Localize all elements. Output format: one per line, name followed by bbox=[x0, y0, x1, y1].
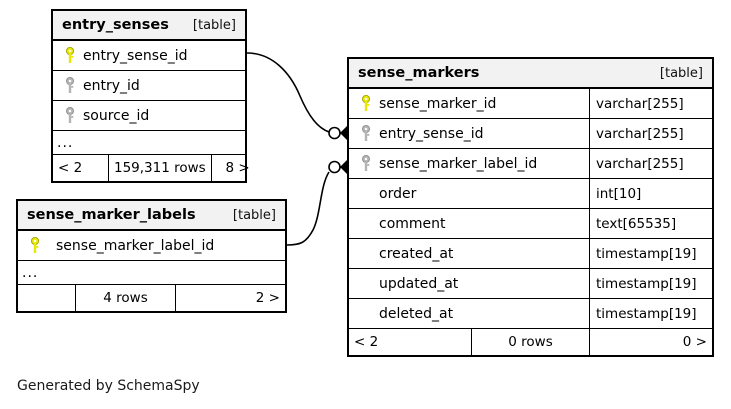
cardinality-zero-circle bbox=[328, 160, 341, 174]
crowsfoot-many-marker bbox=[340, 160, 347, 174]
table-row[interactable]: sense_marker_label_id varchar[255] bbox=[349, 149, 712, 179]
column-name: order bbox=[379, 185, 417, 202]
column-type: timestamp[19] bbox=[589, 239, 712, 268]
relationship-sense-marker-labels-to-sense-markers bbox=[286, 160, 350, 246]
column-cell: source_id bbox=[53, 101, 245, 130]
next-page-button[interactable]: 8 > bbox=[210, 155, 255, 181]
table-row[interactable]: entry_id bbox=[53, 71, 245, 101]
table-row[interactable]: entry_sense_id varchar[255] bbox=[349, 119, 712, 149]
key-icon-primary bbox=[355, 95, 377, 112]
column-cell: comment bbox=[349, 209, 589, 238]
table-row[interactable]: updated_at timestamp[19] bbox=[349, 269, 712, 299]
table-header-sense-marker-labels: sense_marker_labels [table] bbox=[18, 201, 285, 231]
cardinality-zero-circle bbox=[328, 126, 341, 140]
table-row[interactable]: sense_marker_id varchar[255] bbox=[349, 89, 712, 119]
table-title: entry_senses bbox=[62, 17, 169, 33]
row-count-label: 159,311 rows bbox=[108, 155, 211, 181]
table-footer-sense-marker-labels: 4 rows 2 > bbox=[18, 285, 285, 311]
column-name: sense_marker_label_id bbox=[379, 155, 538, 172]
column-name: deleted_at bbox=[379, 305, 454, 322]
row-count-label: 0 rows bbox=[471, 329, 589, 355]
table-row[interactable]: sense_marker_label_id bbox=[18, 231, 285, 261]
more-columns-indicator: ... bbox=[53, 131, 245, 155]
column-cell: entry_id bbox=[53, 71, 245, 100]
key-icon-foreign bbox=[59, 107, 81, 124]
column-type: varchar[255] bbox=[589, 149, 712, 178]
column-type: int[10] bbox=[589, 179, 712, 208]
column-cell: entry_sense_id bbox=[349, 119, 589, 148]
column-type: text[65535] bbox=[589, 209, 712, 238]
column-type: varchar[255] bbox=[589, 119, 712, 148]
column-name: entry_id bbox=[83, 77, 140, 94]
key-icon-foreign bbox=[59, 77, 81, 94]
prev-page-button[interactable]: < 2 bbox=[354, 334, 379, 350]
table-footer-entry-senses: < 2 159,311 rows 8 > bbox=[53, 155, 250, 181]
column-type: timestamp[19] bbox=[589, 299, 712, 328]
prev-page-button[interactable] bbox=[18, 285, 75, 311]
column-type: varchar[255] bbox=[589, 89, 712, 118]
column-name: sense_marker_label_id bbox=[56, 237, 215, 254]
column-cell: updated_at bbox=[349, 269, 589, 298]
table-footer-sense-markers: < 2 0 rows 0 > bbox=[349, 329, 712, 355]
prev-page-button[interactable]: < 2 bbox=[58, 160, 83, 176]
table-kind-label: [table] bbox=[192, 17, 236, 33]
column-name: comment bbox=[379, 215, 446, 232]
table-row[interactable]: created_at timestamp[19] bbox=[349, 239, 712, 269]
column-cell: sense_marker_label_id bbox=[18, 231, 285, 260]
key-icon-foreign bbox=[355, 125, 377, 142]
column-name: created_at bbox=[379, 245, 454, 262]
column-cell: sense_marker_label_id bbox=[349, 149, 589, 178]
column-cell: deleted_at bbox=[349, 299, 589, 328]
crowsfoot-many-marker bbox=[340, 126, 347, 140]
column-name: sense_marker_id bbox=[379, 95, 497, 112]
table-entry-senses[interactable]: entry_senses [table] entry_sense_id bbox=[51, 9, 250, 183]
relationship-entry-senses-to-sense-markers bbox=[246, 52, 350, 140]
key-icon-primary bbox=[59, 47, 81, 64]
column-name: updated_at bbox=[379, 275, 459, 292]
row-count-label: 4 rows bbox=[75, 285, 175, 311]
table-row[interactable]: source_id bbox=[53, 101, 245, 131]
column-name: source_id bbox=[83, 107, 150, 124]
key-icon-foreign bbox=[355, 155, 377, 172]
column-type: timestamp[19] bbox=[589, 269, 712, 298]
table-header-sense-markers: sense_markers [table] bbox=[349, 59, 712, 89]
column-name: entry_sense_id bbox=[379, 125, 484, 142]
next-page-button[interactable]: 2 > bbox=[175, 285, 285, 311]
table-title: sense_marker_labels bbox=[27, 207, 196, 223]
table-row[interactable]: deleted_at timestamp[19] bbox=[349, 299, 712, 329]
table-title: sense_markers bbox=[358, 65, 480, 81]
column-cell: sense_marker_id bbox=[349, 89, 589, 118]
table-sense-marker-labels[interactable]: sense_marker_labels [table] sense_marker… bbox=[16, 199, 287, 313]
table-row[interactable]: order int[10] bbox=[349, 179, 712, 209]
table-kind-label: [table] bbox=[232, 207, 276, 223]
generated-by-note: Generated by SchemaSpy bbox=[17, 378, 200, 394]
column-cell: created_at bbox=[349, 239, 589, 268]
table-sense-markers[interactable]: sense_markers [table] sense_marker_id va… bbox=[347, 57, 714, 357]
key-icon-primary bbox=[24, 237, 46, 254]
table-header-entry-senses: entry_senses [table] bbox=[53, 11, 245, 41]
more-columns-indicator: ... bbox=[18, 261, 285, 285]
next-page-button[interactable]: 0 > bbox=[589, 329, 712, 355]
column-cell: order bbox=[349, 179, 589, 208]
table-kind-label: [table] bbox=[659, 65, 703, 81]
column-name: entry_sense_id bbox=[83, 47, 188, 64]
table-row[interactable]: comment text[65535] bbox=[349, 209, 712, 239]
table-row[interactable]: entry_sense_id bbox=[53, 41, 245, 71]
column-cell: entry_sense_id bbox=[53, 41, 245, 70]
